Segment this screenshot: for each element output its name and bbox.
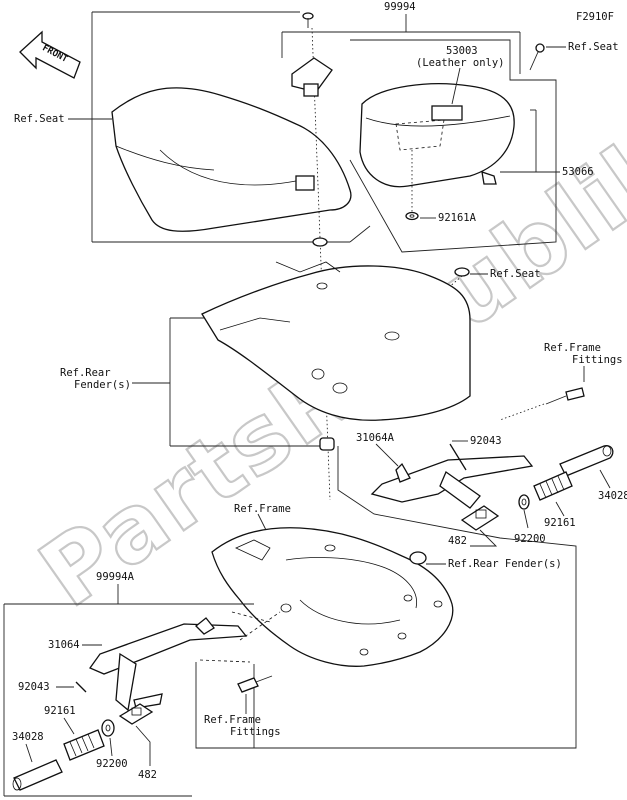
footpeg-34028-left-label: 34028 <box>12 731 44 743</box>
pin-92043-right-icon <box>449 443 467 471</box>
ref-seat-right-box <box>349 39 557 253</box>
kit-99994a-left-box <box>3 584 254 797</box>
ref-frame-fittings-right-label-1: Ref.Frame <box>544 342 601 354</box>
clip-482-right-label: 482 <box>448 535 467 547</box>
seat-left <box>111 87 352 232</box>
seat-grommet-lower <box>312 237 328 247</box>
fender-mount-grommet-icon <box>409 551 427 565</box>
ref-rear-fender-label-2: Fender(s) <box>74 379 131 391</box>
ref-seat-box <box>91 11 371 243</box>
ref-seat-top-right-label: Ref.Seat <box>568 41 619 53</box>
ref-rear-fender-box <box>169 317 330 447</box>
kit-99994-label: 99994 <box>384 1 416 13</box>
rubber-92161-left-icon <box>63 729 105 761</box>
kit-99994a-right-box <box>253 446 577 749</box>
ref-rear-fender-center-label: Ref.Rear Fender(s) <box>448 558 562 570</box>
rubber-92161-right-label: 92161 <box>544 517 576 529</box>
grommet-ref-seat-icon <box>454 267 470 277</box>
footpeg-34028-left-icon <box>12 759 63 791</box>
seat-cover-note-label: (Leather only) <box>416 57 505 69</box>
seat-right <box>359 83 515 188</box>
seat-53066-label: 53066 <box>562 166 594 178</box>
seat-bolt-icon <box>302 12 314 28</box>
kit-99994-bracket <box>281 14 521 74</box>
figure-code: F2910F <box>576 11 614 23</box>
seat-cover-code-label: 53003 <box>446 45 478 57</box>
ref-frame-center-label: Ref.Frame <box>234 503 291 515</box>
ref-seat-bolt-icon <box>529 43 545 71</box>
ref-frame-bolt-bottom-icon <box>237 675 273 693</box>
pin-92043-right-label: 92043 <box>470 435 502 447</box>
ref-rear-fender-label-1: Ref.Rear <box>60 367 111 379</box>
footpeg-bracket-right <box>370 455 534 509</box>
bracket-31064a-label: 31064A <box>356 432 395 444</box>
grommet-92161a-label: 92161A <box>438 212 477 224</box>
ref-frame-fittings-bottom-label-1: Ref.Frame <box>204 714 261 726</box>
pin-92043-left-icon <box>75 681 87 693</box>
washer-92200-left-label: 92200 <box>96 758 128 770</box>
grommet-92161a-icon <box>405 211 419 221</box>
rubber-92161-left-label: 92161 <box>44 705 76 717</box>
bracket-31064-label: 31064 <box>48 639 80 651</box>
clip-482-left-icon <box>118 703 154 725</box>
ref-seat-left-label: Ref.Seat <box>14 113 65 125</box>
footpeg-bracket-left <box>89 617 248 712</box>
rubber-92161-right-icon <box>533 471 573 501</box>
footpeg-34028-right-icon <box>559 445 614 477</box>
pin-92043-left-label: 92043 <box>18 681 50 693</box>
ref-frame-bolt-right-icon <box>545 387 585 405</box>
washer-92200-left-icon <box>101 719 115 737</box>
seat-bracket <box>291 57 333 97</box>
fender-grommet-icon <box>319 437 335 451</box>
ref-frame-fittings-right-label-2: Fittings <box>572 354 623 366</box>
ref-frame-fittings-bottom-label-2: Fittings <box>230 726 281 738</box>
rear-fender <box>201 261 471 421</box>
clip-482-right-icon <box>460 505 500 531</box>
kit-99994a-label: 99994A <box>96 571 135 583</box>
frame <box>211 527 454 667</box>
washer-92200-right-label: 92200 <box>514 533 546 545</box>
footpeg-34028-right-label: 34028 <box>598 490 627 502</box>
front-arrow-icon: FRONT <box>19 30 81 79</box>
clip-482-left-label: 482 <box>138 769 157 781</box>
washer-92200-right-icon <box>518 494 530 510</box>
ref-seat-mid-label: Ref.Seat <box>490 268 541 280</box>
